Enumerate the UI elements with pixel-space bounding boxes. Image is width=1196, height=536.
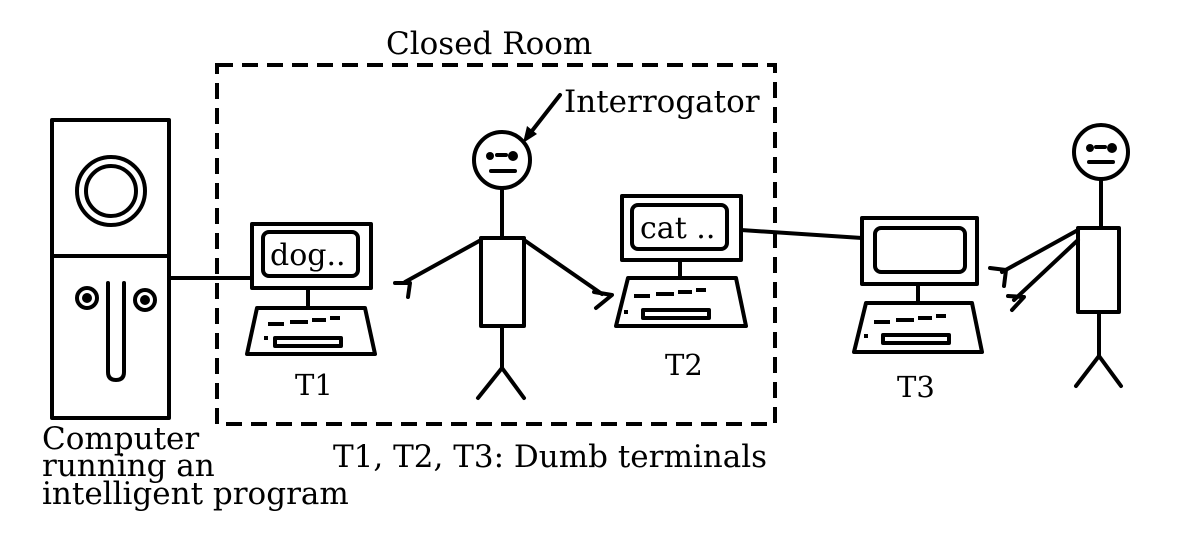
computer-reel-outer — [75, 155, 147, 227]
terminal-t3 — [852, 216, 984, 354]
computer-nose — [106, 281, 126, 382]
terminal-t1: dog.. — [245, 222, 377, 356]
terminal-t3-keys — [864, 314, 951, 345]
terminal-t2: cat .. — [614, 194, 748, 328]
terminal-t1-keys — [264, 316, 343, 348]
terminal-t2-keys — [624, 288, 711, 320]
human-body — [1076, 226, 1121, 314]
interrogator-figure — [393, 130, 614, 400]
terminal-t2-keyboard — [614, 276, 748, 328]
terminal-t1-keyboard — [245, 306, 377, 356]
link-t2-t3 — [739, 228, 864, 240]
terminal-t1-monitor — [250, 222, 373, 290]
terminal-t1-screen — [261, 230, 360, 278]
computer-right-eye — [133, 288, 157, 312]
interrogator-label: Interrogator — [564, 84, 760, 120]
terminal-t1-screen-text: dog.. — [270, 238, 346, 273]
terminal-t3-screen — [873, 226, 967, 274]
interrogator-body — [479, 236, 526, 328]
terminals-legend: T1, T2, T3: Dumb terminals — [333, 439, 767, 475]
computer-caption: Computer running an intelligent program — [42, 421, 349, 512]
computer-caption-line-3: intelligent program — [42, 476, 349, 512]
human-head — [1072, 123, 1130, 181]
human-figure — [988, 123, 1130, 388]
closed-room-label: Closed Room — [386, 26, 592, 62]
computer-cabinet — [50, 118, 171, 420]
computer-caption-line-1: Computer — [42, 421, 199, 457]
terminal-t3-keyboard — [852, 301, 984, 354]
computer — [50, 118, 171, 420]
computer-reel-inner — [84, 164, 138, 218]
interrogator-arrow — [523, 93, 562, 143]
computer-caption-line-2: running an — [42, 448, 215, 484]
computer-face — [75, 281, 157, 382]
terminal-t2-screen-text: cat .. — [640, 211, 715, 246]
terminal-t3-label: T3 — [897, 370, 935, 404]
terminal-t1-label: T1 — [295, 368, 333, 402]
closed-room-box — [215, 63, 777, 426]
interrogator-head — [472, 130, 532, 190]
computer-left-eye — [75, 286, 99, 310]
terminal-t2-label: T2 — [665, 348, 703, 382]
terminal-t2-screen — [630, 203, 729, 251]
